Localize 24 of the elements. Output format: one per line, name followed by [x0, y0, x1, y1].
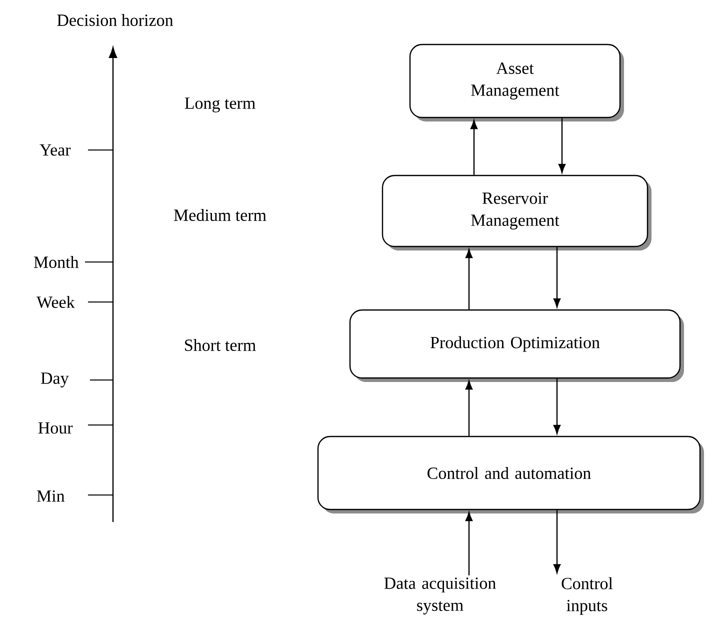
process-box: Control and automation [317, 436, 704, 514]
arrow [465, 512, 473, 576]
process-box: Asset Management [409, 44, 624, 122]
axis-label: Week [36, 296, 75, 308]
axis-label: Long term [184, 98, 256, 112]
axis-label: Medium term [174, 209, 266, 221]
process-box: Reservoir Management [382, 174, 652, 250]
axis-label: Month [34, 256, 79, 268]
arrow [465, 380, 473, 436]
axis-label: Min [36, 490, 65, 502]
arrow [553, 247, 561, 308]
arrow [553, 510, 561, 574]
io-label: Control inputs [562, 577, 613, 615]
io-label: Data acquisition system [384, 578, 496, 614]
axis-label: Hour [38, 422, 73, 434]
axis-label: Decision horizon [57, 14, 174, 26]
arrow [470, 120, 478, 175]
axis-label: Year [40, 144, 71, 156]
arrow [558, 118, 566, 173]
axis-label: Short term [185, 339, 256, 351]
arrow [553, 378, 561, 434]
arrow [465, 249, 473, 310]
process-box: Production Optimization [349, 309, 684, 382]
axis-label: Day [40, 372, 69, 388]
